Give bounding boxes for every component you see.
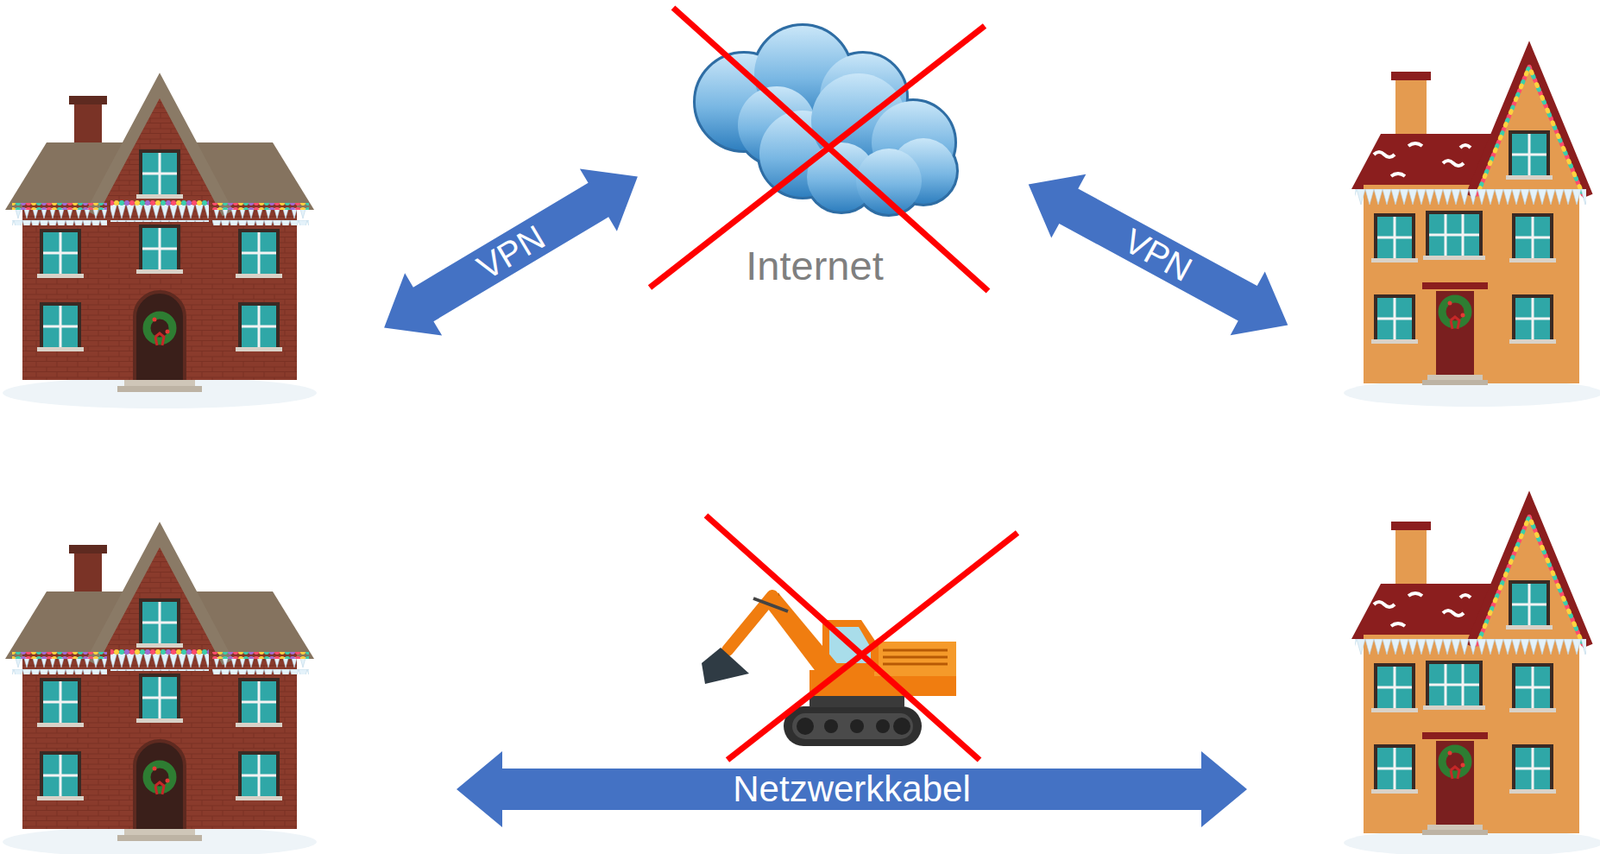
arrow-label: Netzwerkkabel bbox=[732, 770, 971, 807]
brick-house bbox=[2, 534, 317, 854]
cross-mark bbox=[649, 7, 989, 291]
vpn-arrow bbox=[1011, 151, 1306, 357]
arrow-label: VPN bbox=[471, 219, 550, 285]
arrow-label: VPN bbox=[1118, 222, 1197, 287]
brick-house bbox=[2, 85, 317, 409]
internet-cloud bbox=[695, 25, 957, 215]
excavator bbox=[701, 593, 957, 746]
cross-mark bbox=[705, 515, 1018, 760]
cable-arrow bbox=[456, 750, 1248, 827]
orange-house bbox=[1343, 503, 1600, 854]
orange-house bbox=[1343, 54, 1600, 407]
vpn-arrow bbox=[365, 144, 657, 359]
cloud-label: Internet bbox=[745, 245, 883, 286]
